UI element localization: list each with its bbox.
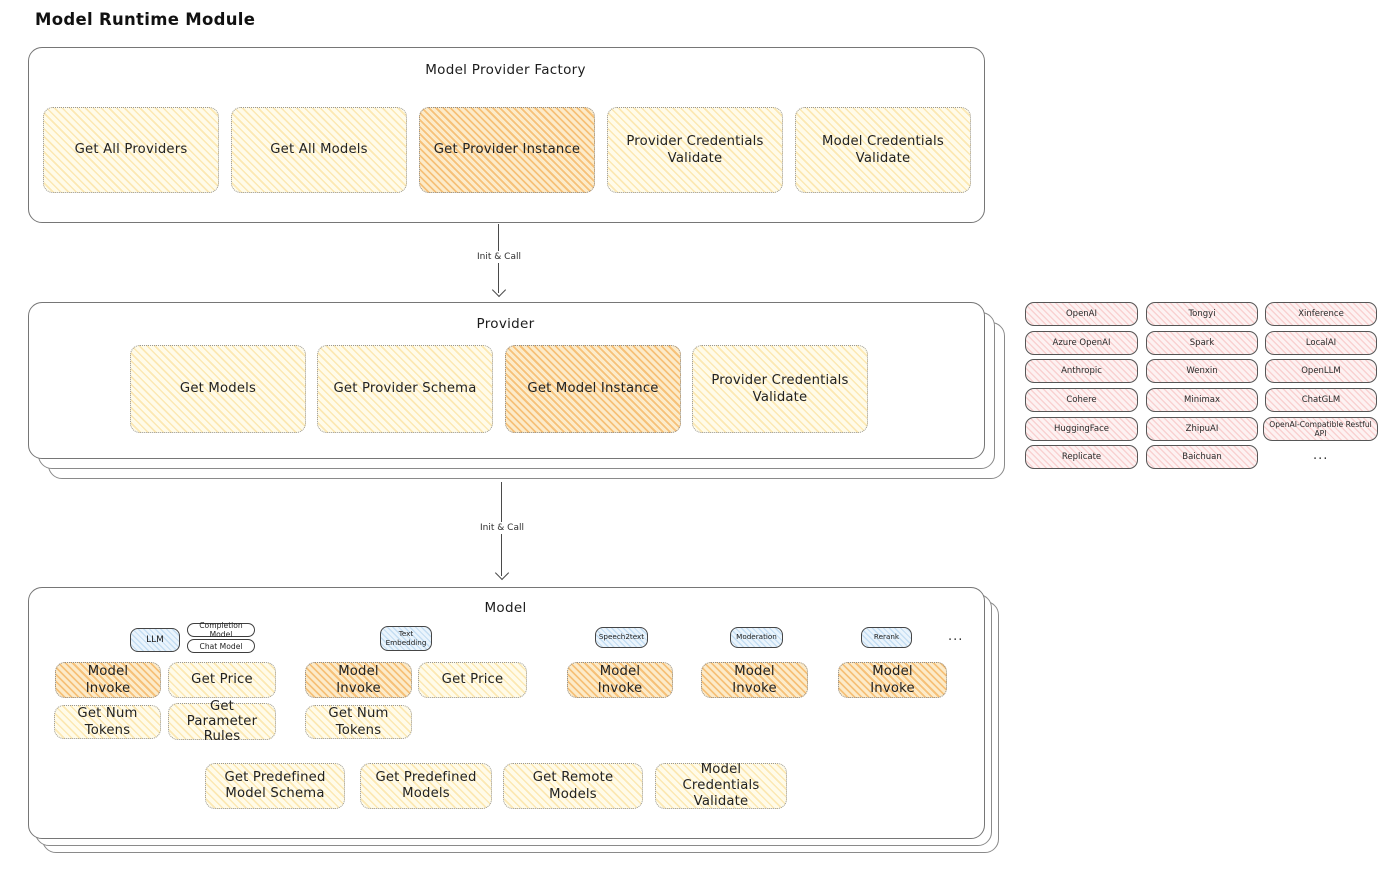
node-model-credentials-validate-2: Model Credentials Validate xyxy=(655,762,787,809)
provider-pill-wenxin: Wenxin xyxy=(1146,359,1258,383)
node-provider-credentials-validate: Provider Credentials Validate xyxy=(607,107,783,193)
node-get-remote-models: Get Remote Models xyxy=(503,763,643,809)
node-get-provider-schema: Get Provider Schema xyxy=(317,345,493,433)
model-tags-ellipsis: ... xyxy=(948,629,964,644)
tag-chat-model: Chat Model xyxy=(187,639,255,653)
model-title: Model xyxy=(484,600,527,616)
provider-pill-zhipuai: ZhipuAI xyxy=(1146,417,1258,441)
node-embedding-model-invoke: Model Invoke xyxy=(305,662,412,698)
node-embedding-get-num-tokens: Get Num Tokens xyxy=(305,705,412,739)
node-get-predefined-models: Get Predefined Models xyxy=(360,763,492,809)
node-get-all-providers: Get All Providers xyxy=(43,107,219,193)
provider-pill-openai: OpenAI xyxy=(1025,302,1138,326)
arrow-head-icon xyxy=(495,565,510,581)
tag-completion-model: Completion Model xyxy=(187,621,255,639)
arrow-factory-to-provider: Init & Call xyxy=(473,224,525,298)
provider-pill-openllm: OpenLLM xyxy=(1265,359,1377,383)
provider-pill-chatglm: ChatGLM xyxy=(1265,388,1377,412)
node-llm-get-parameter-rules: Get Parameter Rules xyxy=(168,699,276,744)
node-get-provider-instance: Get Provider Instance xyxy=(419,107,595,193)
factory-title: Model Provider Factory xyxy=(425,62,586,78)
arrow-label: Init & Call xyxy=(473,251,525,263)
node-rerank-model-invoke: Model Invoke xyxy=(838,662,947,698)
node-moderation-model-invoke: Model Invoke xyxy=(701,662,808,698)
node-model-credentials-validate: Model Credentials Validate xyxy=(795,107,971,193)
node-get-model-instance: Get Model Instance xyxy=(505,345,681,433)
node-provider-credentials-validate-2: Provider Credentials Validate xyxy=(692,345,868,433)
arrow-head-icon xyxy=(492,282,507,298)
provider-pill-openai-compatible: OpenAI-Compatible Restful API xyxy=(1263,417,1378,441)
node-llm-get-num-tokens: Get Num Tokens xyxy=(54,705,161,739)
providers-grid-ellipsis: ... xyxy=(1313,448,1329,463)
provider-pill-anthropic: Anthropic xyxy=(1025,359,1138,383)
node-llm-get-price: Get Price xyxy=(168,662,276,698)
tag-rerank: Rerank xyxy=(861,627,912,648)
provider-pill-cohere: Cohere xyxy=(1025,388,1138,412)
provider-pill-spark: Spark xyxy=(1146,331,1258,355)
arrow-provider-to-model: Init & Call xyxy=(476,482,528,581)
arrow-label: Init & Call xyxy=(476,522,528,534)
provider-pill-huggingface: HuggingFace xyxy=(1025,417,1138,441)
node-get-models: Get Models xyxy=(130,345,306,433)
provider-pill-xinference: Xinference xyxy=(1265,302,1377,326)
node-embedding-get-price: Get Price xyxy=(418,662,527,698)
node-llm-model-invoke: Model Invoke xyxy=(55,662,161,698)
provider-pill-minimax: Minimax xyxy=(1146,388,1258,412)
node-get-all-models: Get All Models xyxy=(231,107,407,193)
provider-pill-baichuan: Baichuan xyxy=(1146,445,1258,469)
tag-llm: LLM xyxy=(130,628,180,652)
tag-text-embedding: Text Embedding xyxy=(380,626,432,651)
node-get-predefined-model-schema: Get Predefined Model Schema xyxy=(205,763,345,809)
tag-speech2text: Speech2text xyxy=(595,627,648,648)
node-speech2text-model-invoke: Model Invoke xyxy=(567,662,673,698)
provider-title: Provider xyxy=(476,316,535,332)
provider-pill-replicate: Replicate xyxy=(1025,445,1138,469)
tag-moderation: Moderation xyxy=(730,627,783,648)
provider-pill-localai: LocalAI xyxy=(1265,331,1377,355)
diagram-title: Model Runtime Module xyxy=(35,10,256,29)
provider-pill-tongyi: Tongyi xyxy=(1146,302,1258,326)
provider-pill-azure-openai: Azure OpenAI xyxy=(1025,331,1138,355)
